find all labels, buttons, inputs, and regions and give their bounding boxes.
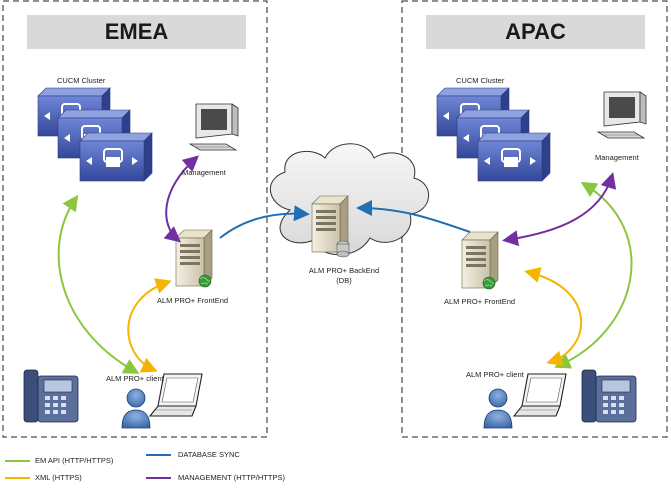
em-api-link-right — [554, 181, 633, 369]
client-person-left — [121, 388, 151, 429]
backend-label-line1: ALM PRO+ BackEnd — [308, 266, 380, 275]
emea-region-border — [2, 0, 268, 438]
backend-label: ALM PRO+ BackEnd (DB) — [296, 266, 392, 286]
client-label-left: ALM PRO+ client — [106, 374, 164, 383]
legend-xml: XML (HTTPS) — [35, 473, 82, 482]
backend-label-line2: (DB) — [336, 276, 352, 285]
management-monitor-right — [597, 91, 647, 139]
cloud-shape — [269, 143, 430, 256]
backend-server — [311, 195, 350, 258]
apac-region-border — [401, 0, 668, 438]
management-link-left — [163, 155, 199, 243]
management-label-left: Management — [182, 168, 226, 177]
ip-phone-right — [581, 369, 637, 423]
xml-link-right — [524, 267, 582, 367]
management-link-right — [502, 172, 617, 247]
management-monitor-left — [189, 103, 239, 151]
em-api-link-left — [57, 194, 140, 374]
frontend-server-right — [461, 231, 499, 290]
legend-em-api: EM API (HTTP/HTTPS) — [35, 456, 114, 465]
legend-management: MANAGEMENT (HTTP/HTTPS) — [178, 473, 285, 482]
frontend-server-left — [175, 229, 213, 288]
cucm-cluster-label-right: CUCM Cluster — [456, 76, 505, 85]
cucm-cluster-label-left: CUCM Cluster — [57, 76, 106, 85]
client-person-right — [483, 388, 513, 429]
region-title-apac: APAC — [426, 15, 645, 49]
region-title-emea: EMEA — [27, 15, 246, 49]
client-laptop-right — [513, 373, 567, 417]
management-label-right: Management — [595, 153, 639, 162]
cucm-cluster-right — [436, 87, 551, 182]
db-sync-link-right — [356, 200, 471, 233]
frontend-label-left: ALM PRO+ FrontEnd — [157, 296, 229, 305]
legend-db-sync: DATABASE SYNC — [178, 450, 240, 459]
client-label-right: ALM PRO+ client — [466, 370, 524, 379]
cucm-cluster-left — [37, 87, 153, 182]
ip-phone-left — [23, 369, 79, 423]
frontend-label-right: ALM PRO+ FrontEnd — [444, 297, 516, 306]
xml-link-left — [127, 278, 172, 373]
db-sync-link-left — [219, 205, 310, 239]
